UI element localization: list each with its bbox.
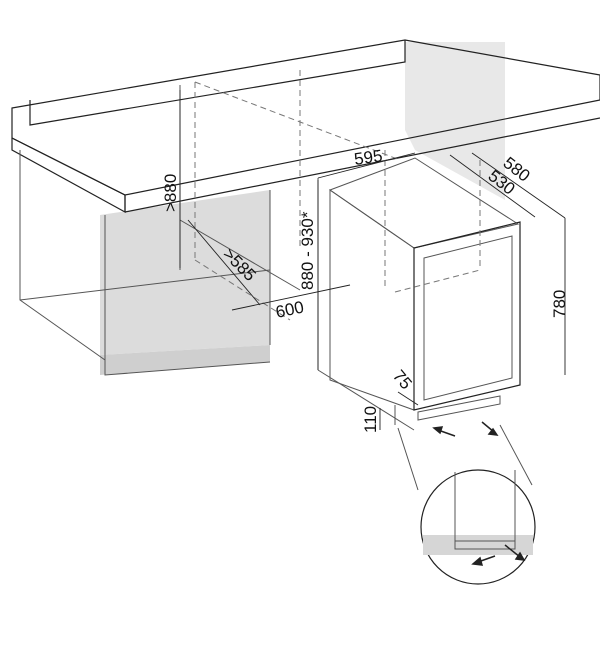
airflow-arrows (432, 421, 499, 437)
label-appliance-width: 595 (353, 146, 384, 169)
detail-zoom (397, 424, 536, 585)
label-cabinet-width: 600 (274, 297, 306, 321)
label-door-recess: 75 (389, 366, 416, 393)
countertop (11, 39, 600, 214)
cabinet-side-panel (100, 190, 270, 355)
vent-grille (417, 395, 501, 421)
label-plinth-height: 110 (361, 406, 380, 433)
plinth-panel (100, 345, 270, 375)
dimension-lines (179, 90, 566, 430)
label-appliance-height: 780 (550, 290, 569, 318)
door (413, 221, 521, 411)
label-cabinet-height: >880 (161, 174, 180, 212)
wine-cooler (317, 157, 521, 431)
label-niche-height: 880 - 930* (298, 211, 317, 290)
